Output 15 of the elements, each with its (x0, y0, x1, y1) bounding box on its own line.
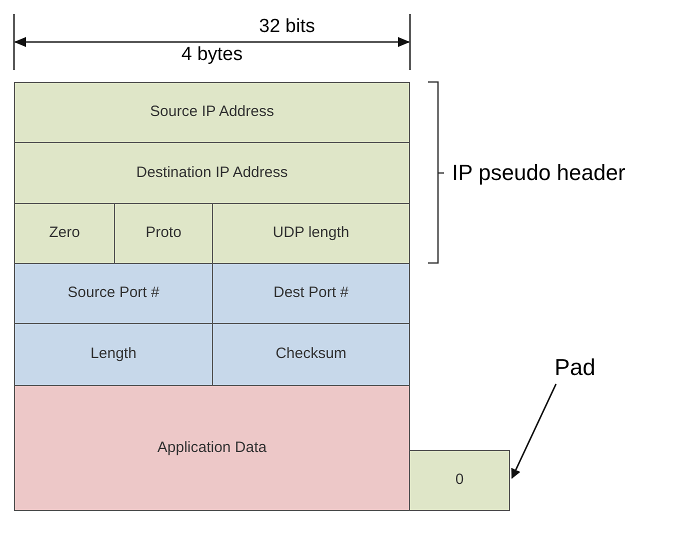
header-field-box: Dest Port # (212, 263, 410, 324)
header-field-box: Zero (14, 203, 115, 264)
callout-label: Pad (550, 352, 600, 382)
header-field-box: Destination IP Address (14, 142, 410, 204)
dimension-label: 4 bytes (180, 45, 244, 65)
header-field-box: Proto (114, 203, 213, 264)
arrow (511, 384, 557, 479)
header-field-box: Application Data (14, 385, 410, 511)
header-field-box: Length (14, 323, 213, 386)
header-field-box: Checksum (212, 323, 410, 386)
header-field-box: Source Port # (14, 263, 213, 324)
header-field-box: 0 (409, 450, 510, 511)
bracket-label: IP pseudo header (452, 160, 626, 186)
header-field-box: UDP length (212, 203, 410, 264)
header-field-box: Source IP Address (14, 82, 410, 143)
